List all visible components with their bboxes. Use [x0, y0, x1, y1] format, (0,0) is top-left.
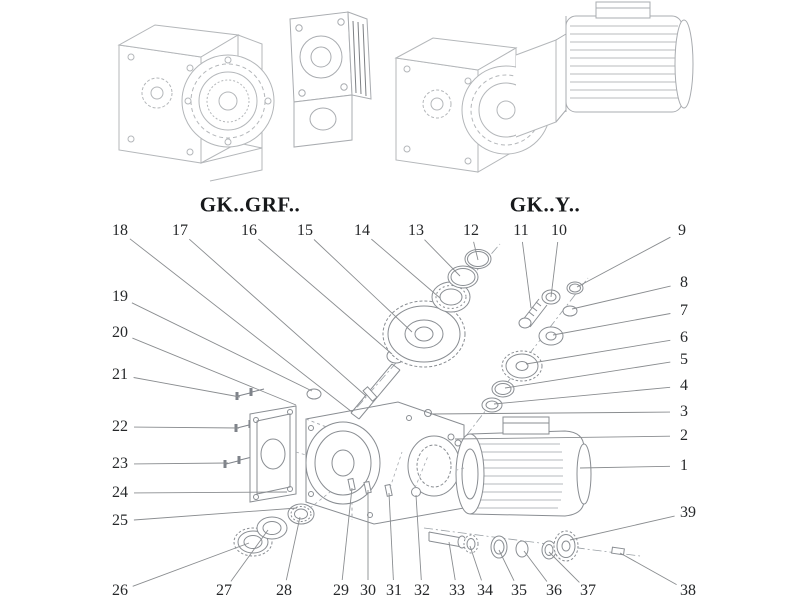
leader-line-15	[313, 239, 413, 333]
leader-line-36	[523, 550, 548, 582]
leader-line-35	[498, 549, 515, 581]
leader-line-1	[579, 465, 671, 469]
input-pinion-group	[481, 281, 584, 413]
part-number-23: 23	[112, 455, 128, 472]
leader-line-7	[552, 313, 671, 336]
part-number-12: 12	[463, 222, 479, 239]
part-number-39: 39	[680, 504, 696, 521]
assembled-view-grf	[117, 24, 275, 182]
leader-line-25	[133, 507, 298, 521]
leader-line-6	[525, 339, 671, 365]
leader-line-26	[132, 542, 250, 587]
part-number-20: 20	[112, 324, 128, 341]
assembled-view-y	[394, 37, 557, 173]
part-number-6: 6	[680, 329, 688, 346]
part-number-33: 33	[449, 582, 465, 599]
leader-line-18	[129, 238, 353, 413]
part-number-34: 34	[477, 582, 493, 599]
part-number-10: 10	[551, 222, 567, 239]
leader-line-34	[469, 545, 482, 581]
part-number-36: 36	[546, 582, 562, 599]
part-number-28: 28	[276, 582, 292, 599]
part-number-13: 13	[408, 222, 424, 239]
grf-input-flange	[289, 11, 372, 148]
part-number-8: 8	[680, 274, 688, 291]
leader-line-32	[415, 494, 422, 581]
leader-line-12	[473, 241, 479, 261]
output-flange-cover	[249, 388, 322, 503]
part-number-9: 9	[678, 222, 686, 239]
small-fasteners	[347, 477, 421, 497]
leader-line-9	[576, 236, 671, 288]
exploded-view	[223, 243, 641, 562]
model-label-grf: GK..GRF..	[199, 192, 301, 217]
part-number-26: 26	[112, 582, 128, 599]
part-number-25: 25	[112, 512, 128, 529]
part-number-7: 7	[680, 302, 688, 319]
cover-rings	[233, 503, 315, 557]
leader-line-29	[341, 487, 353, 581]
leader-line-20	[132, 337, 297, 406]
part-number-3: 3	[680, 403, 688, 420]
assembly-connectors	[295, 451, 465, 509]
leader-line-14	[371, 238, 441, 299]
part-number-35: 35	[511, 582, 527, 599]
part-number-5: 5	[680, 351, 688, 368]
leader-line-39	[569, 515, 675, 541]
leader-line-23	[133, 462, 229, 465]
part-number-17: 17	[172, 222, 188, 239]
gear-housing	[305, 401, 465, 525]
part-number-2: 2	[680, 427, 688, 444]
leader-line-2	[454, 435, 671, 440]
input-shaft-assembly	[428, 530, 625, 562]
leader-line-19	[131, 302, 313, 392]
leader-line-3	[429, 411, 671, 415]
output-bearing	[431, 281, 471, 313]
part-number-19: 19	[112, 288, 128, 305]
part-number-1: 1	[680, 457, 688, 474]
y-motor	[555, 1, 694, 123]
leader-line-17	[189, 238, 367, 397]
output-gear	[382, 300, 466, 368]
leader-line-16	[258, 238, 393, 355]
leader-line-37	[548, 551, 580, 583]
leader-line-4	[493, 386, 671, 405]
leader-line-13	[424, 239, 461, 277]
model-label-y: GK..Y..	[509, 192, 581, 217]
leader-line-38	[619, 552, 677, 585]
part-number-29: 29	[333, 582, 349, 599]
part-number-21: 21	[112, 366, 128, 383]
part-number-24: 24	[112, 484, 128, 501]
part-number-31: 31	[386, 582, 402, 599]
part-number-38: 38	[680, 582, 696, 599]
leader-line-22	[133, 426, 240, 429]
leader-line-10	[550, 241, 559, 298]
leader-line-21	[133, 377, 241, 398]
part-number-4: 4	[680, 377, 688, 394]
part-number-30: 30	[360, 582, 376, 599]
part-number-11: 11	[513, 222, 529, 239]
part-number-37: 37	[580, 582, 596, 599]
leader-line-11	[521, 241, 532, 309]
part-number-16: 16	[241, 222, 257, 239]
leader-line-24	[133, 491, 288, 494]
part-number-18: 18	[112, 222, 128, 239]
motor	[455, 416, 592, 517]
leader-line-8	[571, 285, 671, 310]
leader-line-27	[230, 529, 269, 582]
leader-line-5	[504, 361, 671, 389]
part-number-27: 27	[216, 582, 232, 599]
leader-line-31	[388, 492, 394, 581]
part-number-22: 22	[112, 418, 128, 435]
leader-line-28	[285, 516, 301, 581]
part-number-32: 32	[414, 582, 430, 599]
part-number-15: 15	[297, 222, 313, 239]
leader-line-33	[448, 541, 456, 581]
part-number-14: 14	[354, 222, 370, 239]
